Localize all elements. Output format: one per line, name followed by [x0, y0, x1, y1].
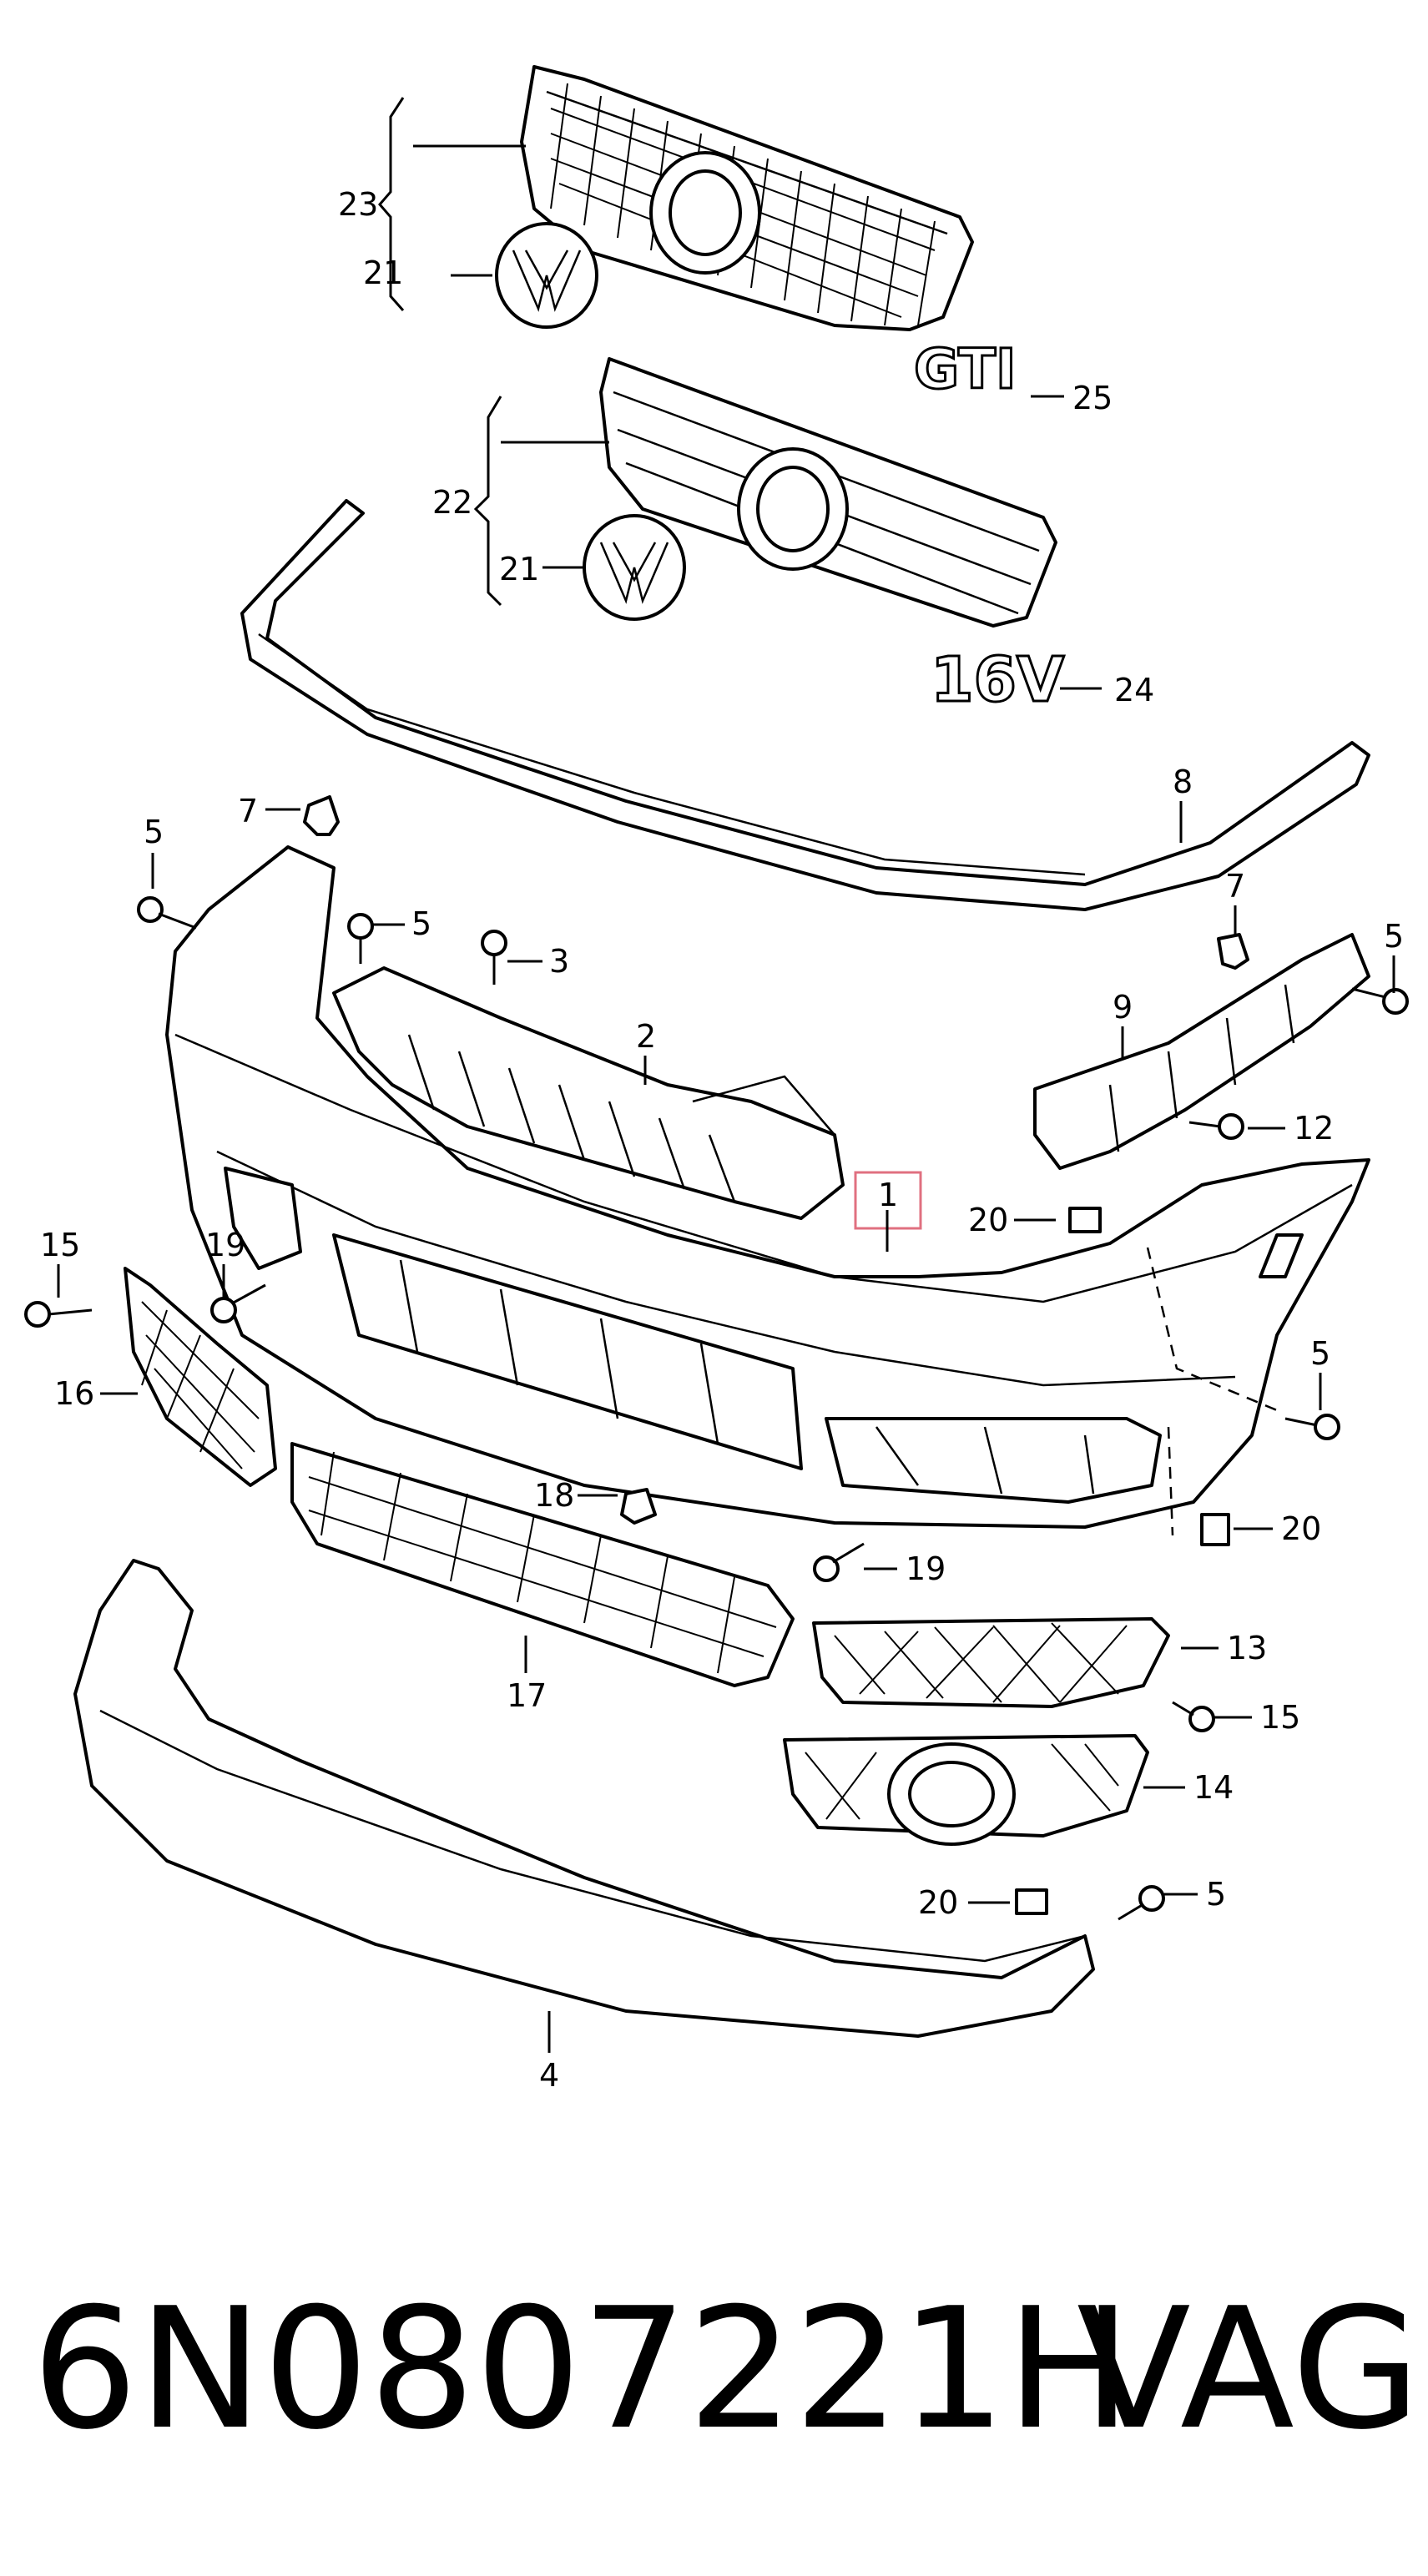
- callout-21: 21: [499, 551, 539, 587]
- screw-15-a: [24, 1301, 93, 1328]
- vw-emblem-lower: [583, 514, 686, 621]
- callout-2: 2: [636, 1018, 656, 1055]
- right-upper-grille: [812, 1617, 1170, 1708]
- screw-5-c: [1351, 987, 1409, 1015]
- screw-3: [481, 930, 507, 985]
- callout-3: 3: [549, 943, 569, 980]
- 16v-badge: 16V: [930, 643, 1066, 718]
- callout-19: 19: [205, 1227, 245, 1263]
- callout-15: 15: [1260, 1699, 1300, 1736]
- gti-badge: GTI: [913, 336, 1018, 403]
- side-grille: [124, 1267, 277, 1487]
- centre-lower-grille: [290, 1442, 795, 1687]
- callout-1: 1: [878, 1177, 898, 1213]
- callout-18: 18: [534, 1477, 574, 1514]
- callout-21: 21: [363, 255, 403, 291]
- callout-7: 7: [1225, 868, 1245, 905]
- screw-5-a: [137, 896, 197, 930]
- exploded-parts-diagram: GTI 16V: [24, 65, 1409, 2094]
- callout-5: 5: [1384, 918, 1404, 955]
- callout-13: 13: [1227, 1630, 1267, 1666]
- part-number: 6N0807221H: [32, 2272, 1132, 2467]
- callout-22: 22: [432, 484, 472, 521]
- screw-5-e: [1118, 1885, 1165, 1921]
- bumper-cover: [165, 845, 1370, 1529]
- screw-12: [1188, 1113, 1244, 1140]
- centre-bracket: [332, 966, 845, 1220]
- 16v-badge-text: 16V: [931, 644, 1064, 716]
- callout-20: 20: [968, 1202, 1008, 1238]
- screw-19-b: [813, 1542, 865, 1582]
- callout-8: 8: [1173, 764, 1193, 800]
- callout-15: 15: [40, 1227, 80, 1263]
- clip-7-left: [303, 795, 340, 836]
- nut-20-b: [1200, 1513, 1230, 1546]
- clip-7-right: [1217, 933, 1249, 970]
- screw-15-b: [1172, 1701, 1215, 1732]
- vw-emblem-upper: [495, 222, 598, 329]
- fasteners: [24, 795, 1409, 1921]
- upper-trim-strip: [240, 499, 1370, 911]
- screw-5-b: [347, 913, 374, 964]
- callout-20: 20: [918, 1884, 958, 1921]
- callout-23: 23: [338, 186, 378, 223]
- screw-19-a: [210, 1283, 266, 1323]
- nut-18: [620, 1488, 657, 1525]
- leader-lines: [57, 97, 1395, 2053]
- fog-lamp-grille: [783, 1734, 1149, 1846]
- gti-badge-text: GTI: [914, 337, 1017, 401]
- nut-20-c: [1015, 1888, 1048, 1915]
- callout-4: 4: [539, 2057, 559, 2094]
- callout-labels: 23 21 25 22 21 24 8 7 5 5 3 2 7 5 9 12 1…: [40, 186, 1404, 2094]
- callout-5: 5: [144, 814, 164, 850]
- callout-24: 24: [1114, 672, 1154, 708]
- callout-5: 5: [411, 905, 431, 942]
- side-bracket: [1033, 933, 1370, 1170]
- callout-19: 19: [906, 1550, 946, 1587]
- callout-20: 20: [1281, 1510, 1321, 1547]
- reference-lines: [1146, 1247, 1278, 1536]
- nut-20-a: [1068, 1207, 1102, 1233]
- callout-9: 9: [1113, 989, 1133, 1026]
- screw-5-d: [1284, 1414, 1340, 1440]
- part-caption: 6N0807221H VAG: [0, 2253, 1428, 2487]
- grille-honeycomb: [520, 65, 974, 331]
- callout-16: 16: [54, 1375, 94, 1412]
- grille-bars: [599, 357, 1057, 628]
- callout-5: 5: [1206, 1876, 1226, 1913]
- callout-5: 5: [1310, 1335, 1330, 1372]
- lower-spoiler: [73, 1559, 1095, 2038]
- callout-7: 7: [238, 793, 258, 829]
- callout-14: 14: [1193, 1769, 1234, 1806]
- callout-12: 12: [1294, 1110, 1334, 1147]
- brand-name: VAG: [1077, 2272, 1421, 2467]
- callout-25: 25: [1072, 380, 1113, 416]
- callout-17: 17: [507, 1677, 547, 1714]
